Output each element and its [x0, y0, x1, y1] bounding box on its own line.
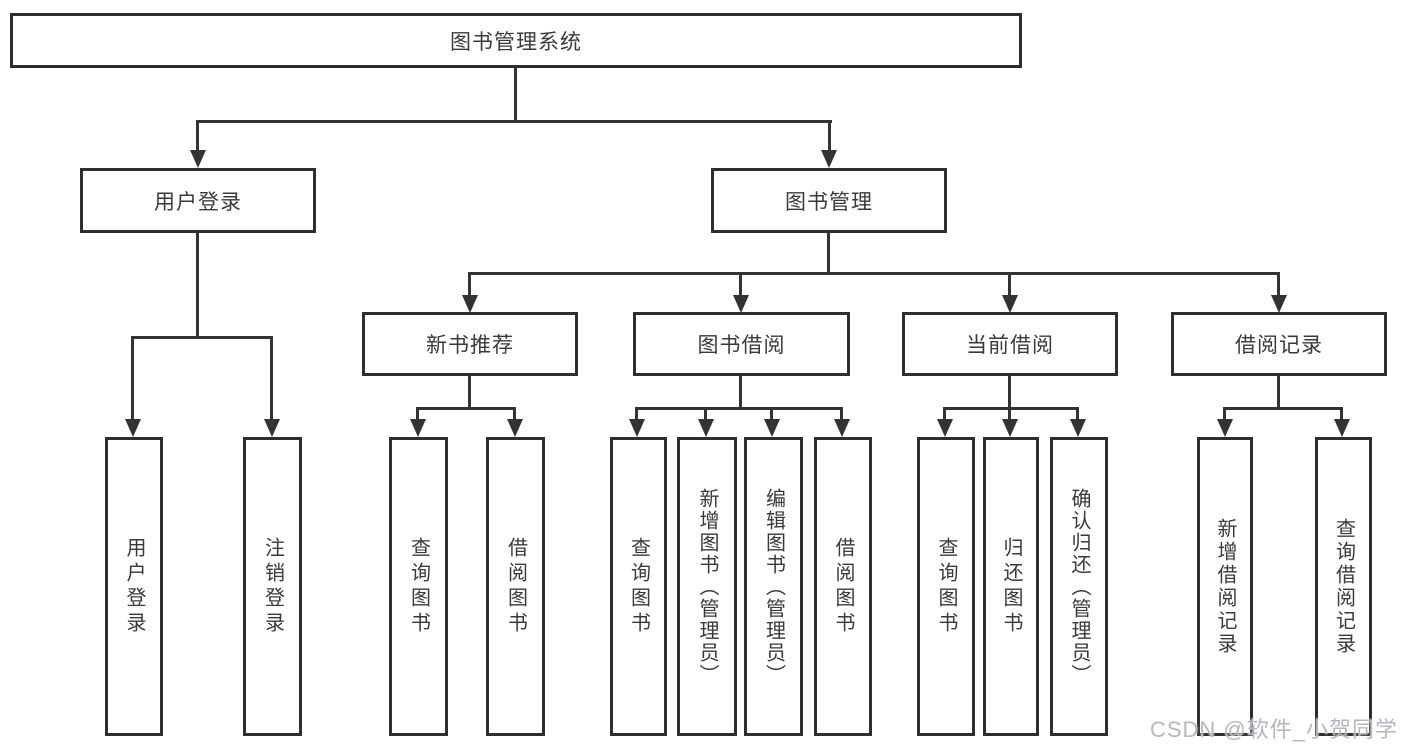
connector-drop: [1223, 407, 1226, 423]
connector-drop: [635, 407, 638, 423]
connector-newbook-stem: [468, 376, 471, 407]
connector-records-stem: [1277, 376, 1280, 407]
connector-drop: [1008, 272, 1011, 297]
connector-current-bar: [945, 407, 1078, 410]
node-label: 归还图书: [1000, 536, 1022, 637]
arrow-down-icon: [764, 419, 780, 437]
leaf-return-book: 归还图书: [983, 437, 1039, 736]
node-label: 借阅记录: [1235, 334, 1323, 357]
connector-manage-stem: [827, 233, 830, 272]
watermark: CSDN @软件_小贺同学: [1149, 717, 1398, 742]
connector-drop: [770, 407, 773, 423]
node-label: 新增图书（管理员）: [696, 487, 718, 686]
node-borrow-records: 借阅记录: [1171, 312, 1387, 376]
leaf-add-book-admin: 新增图书（管理员）: [677, 437, 737, 736]
connector-drop: [739, 272, 742, 297]
connector-login-bar: [133, 336, 273, 339]
connector-login-stem: [196, 233, 199, 336]
arrow-down-icon: [733, 295, 749, 313]
connector-root-bar: [197, 120, 832, 123]
leaf-query-book-2: 查询图书: [610, 437, 667, 736]
node-label: 编辑图书（管理员）: [762, 487, 785, 686]
leaf-edit-book-admin: 编辑图书（管理员）: [744, 437, 803, 736]
arrow-down-icon: [1217, 419, 1233, 437]
connector-drop: [131, 336, 134, 421]
connector-drop-manage: [828, 120, 831, 153]
connector-drop: [1008, 407, 1011, 423]
node-label: 查询图书: [627, 536, 650, 637]
arrow-down-icon: [698, 419, 714, 437]
node-label: 当前借阅: [966, 334, 1054, 357]
connector-root-stem: [514, 68, 517, 120]
connector-newbook-bar: [418, 407, 516, 410]
node-label: 查询图书: [935, 536, 957, 637]
leaf-query-book-3: 查询图书: [917, 437, 975, 736]
arrow-down-icon: [410, 419, 426, 437]
arrow-down-icon: [190, 150, 206, 168]
node-label: 用户登录: [123, 536, 145, 637]
node-label: 新书推荐: [426, 334, 514, 357]
connector-drop: [416, 407, 419, 423]
node-label: 确认归还（管理员）: [1068, 487, 1090, 686]
leaf-confirm-return-admin: 确认归还（管理员）: [1050, 437, 1108, 736]
arrow-down-icon: [1070, 419, 1086, 437]
node-label: 图书管理: [785, 190, 873, 214]
node-label: 用户登录: [154, 190, 242, 214]
leaf-query-borrow-record: 查询借阅记录: [1315, 437, 1372, 736]
leaf-user-login: 用户登录: [105, 437, 163, 736]
connector-drop: [1277, 272, 1280, 297]
node-book-borrow: 图书借阅: [633, 312, 850, 376]
connector-drop: [513, 407, 516, 423]
connector-drop: [1076, 407, 1079, 423]
node-new-book-recommend: 新书推荐: [362, 312, 578, 376]
arrow-down-icon: [937, 419, 953, 437]
arrow-down-icon: [1334, 419, 1350, 437]
node-user-login: 用户登录: [80, 168, 316, 233]
node-label: 注销登录: [261, 536, 284, 637]
node-label: 图书借阅: [697, 334, 786, 357]
arrow-down-icon: [1002, 295, 1018, 313]
node-book-manage: 图书管理: [711, 168, 947, 233]
leaf-query-book-1: 查询图书: [389, 437, 448, 736]
arrow-down-icon: [507, 419, 523, 437]
node-label: 借阅图书: [504, 536, 527, 637]
connector-drop: [943, 407, 946, 423]
arrow-down-icon: [462, 295, 478, 313]
node-root: 图书管理系统: [10, 13, 1022, 68]
connector-drop-login: [196, 120, 199, 153]
connector-drop: [270, 336, 273, 421]
leaf-borrow-book-2: 借阅图书: [814, 437, 872, 736]
connector-borrow-bar: [637, 407, 843, 410]
arrow-down-icon: [629, 419, 645, 437]
leaf-logout: 注销登录: [243, 437, 302, 736]
connector-drop: [840, 407, 843, 423]
leaf-add-borrow-record: 新增借阅记录: [1197, 437, 1253, 736]
arrow-down-icon: [1271, 295, 1287, 313]
arrow-down-icon: [834, 419, 850, 437]
connector-drop: [1340, 407, 1343, 423]
node-label: 查询借阅记录: [1332, 517, 1355, 656]
arrow-down-icon: [125, 419, 141, 437]
arrow-down-icon: [264, 419, 280, 437]
connector-current-stem: [1008, 376, 1011, 407]
node-label: 查询图书: [407, 536, 430, 637]
node-current-borrow: 当前借阅: [902, 312, 1118, 376]
node-label: 图书管理系统: [450, 30, 582, 54]
node-label: 新增借阅记录: [1214, 517, 1236, 656]
arrow-down-icon: [1002, 419, 1018, 437]
connector-records-bar: [1225, 407, 1343, 410]
connector-borrow-stem: [739, 376, 742, 407]
arrow-down-icon: [821, 150, 837, 168]
leaf-borrow-book-1: 借阅图书: [486, 437, 545, 736]
connector-drop: [704, 407, 707, 423]
node-label: 借阅图书: [832, 536, 854, 637]
connector-manage-bar: [470, 272, 1280, 275]
connector-drop: [468, 272, 471, 297]
